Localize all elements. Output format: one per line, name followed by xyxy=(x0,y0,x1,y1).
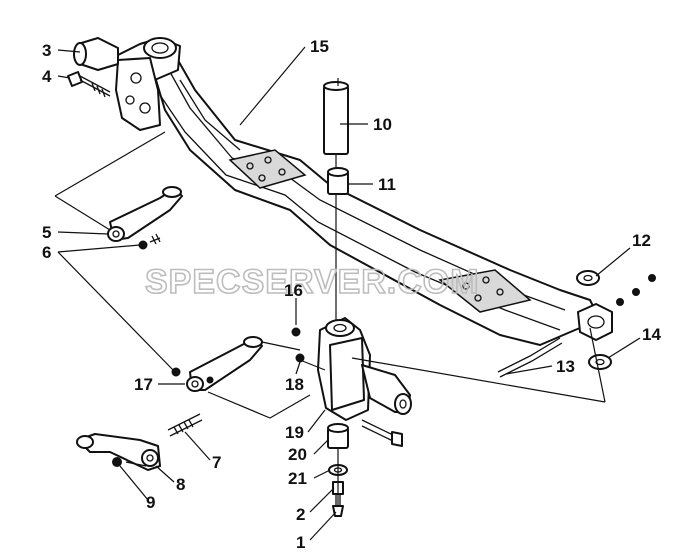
washer-12 xyxy=(576,270,600,286)
callout-12: 12 xyxy=(632,231,651,250)
callout-8: 8 xyxy=(176,475,185,494)
bolt-4 xyxy=(67,71,111,98)
callout-10: 10 xyxy=(373,115,392,134)
nut-6 xyxy=(138,233,161,250)
callout-4: 4 xyxy=(42,67,52,86)
steering-knuckle xyxy=(299,317,412,447)
callout-11: 11 xyxy=(378,175,396,194)
pin-7 xyxy=(167,413,203,437)
steering-arm-8 xyxy=(76,433,161,471)
callout-5: 5 xyxy=(42,223,51,242)
axle-beam xyxy=(73,37,613,346)
watermark-text: SPECSERVER.COM xyxy=(145,263,480,301)
callout-numbers: 3 4 15 10 11 5 6 12 16 14 13 17 18 19 20… xyxy=(42,37,661,552)
nut-18 xyxy=(295,353,305,363)
callout-9: 9 xyxy=(146,493,155,512)
callout-13: 13 xyxy=(556,357,575,376)
callout-15: 15 xyxy=(310,37,329,56)
callout-1: 1 xyxy=(296,533,305,552)
callout-19: 19 xyxy=(285,423,304,442)
callout-7: 7 xyxy=(212,453,221,472)
callout-16: 16 xyxy=(284,281,303,300)
callout-18: 18 xyxy=(285,375,304,394)
rod-13 xyxy=(497,337,563,378)
callout-2: 2 xyxy=(296,505,305,524)
callout-6: 6 xyxy=(42,243,51,262)
nut-9 xyxy=(112,457,147,467)
bushing-20 xyxy=(327,423,349,449)
callout-17: 17 xyxy=(134,375,153,394)
bushing-11 xyxy=(327,167,349,195)
nut-16 xyxy=(291,327,301,337)
leader-lines xyxy=(54,46,641,541)
tie-rod-arm-17 xyxy=(171,336,263,392)
tie-rod-arm-5 xyxy=(107,186,183,242)
callout-20: 20 xyxy=(288,445,307,464)
callout-3: 3 xyxy=(42,41,51,60)
callout-14: 14 xyxy=(642,325,661,344)
washer-14 xyxy=(588,354,612,370)
callout-21: 21 xyxy=(288,469,307,488)
cap-1 xyxy=(332,505,344,517)
